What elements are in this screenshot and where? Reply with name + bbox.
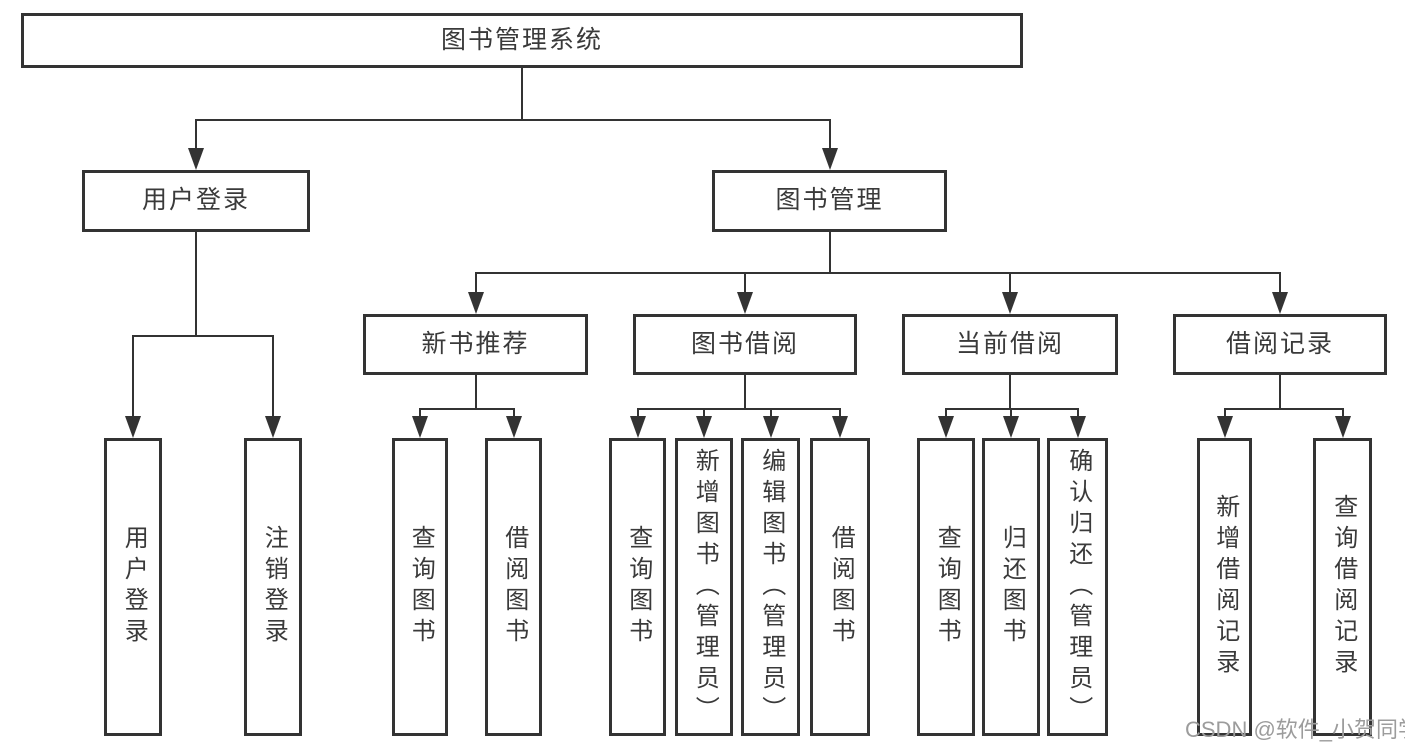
arrow-down-icon xyxy=(506,416,522,438)
node-book-management: 图书管理 xyxy=(712,170,947,232)
arrow-down-icon xyxy=(125,416,141,438)
arrow-down-icon xyxy=(763,416,779,438)
node-user-login: 用户登录 xyxy=(82,170,310,232)
connector-drop xyxy=(770,408,772,420)
connector-drop xyxy=(703,408,705,420)
connector-stem xyxy=(744,375,746,410)
arrow-down-icon xyxy=(737,292,753,314)
arrow-down-icon xyxy=(265,416,281,438)
arrow-down-icon xyxy=(832,416,848,438)
node-borrow-books-1: 借阅图书 xyxy=(485,438,542,736)
node-user-login-leaf: 用户登录 xyxy=(104,438,162,736)
connector-drop xyxy=(474,272,477,296)
arrow-down-icon xyxy=(1272,292,1288,314)
node-new-book-recommend: 新书推荐 xyxy=(363,314,588,375)
connector-drop xyxy=(513,408,515,420)
connector-drop xyxy=(272,335,274,420)
connector-bar xyxy=(474,272,1281,274)
connector-drop xyxy=(1279,272,1281,296)
arrow-down-icon xyxy=(938,416,954,438)
connector-drop xyxy=(195,119,197,152)
node-book-borrowing: 图书借阅 xyxy=(633,314,857,375)
arrow-down-icon xyxy=(1334,416,1351,438)
connector-drop xyxy=(828,119,831,152)
csdn-watermark: CSDN @软件_小贺同学 xyxy=(1185,717,1405,742)
connector-drop xyxy=(839,408,841,420)
node-edit-books-admin: 编辑图书（管理员） xyxy=(741,438,800,736)
connector-stem xyxy=(474,375,477,410)
arrow-down-icon xyxy=(1069,416,1086,438)
node-logout: 注销登录 xyxy=(244,438,302,736)
connector-bar xyxy=(419,408,515,410)
node-add-borrow-record: 新增借阅记录 xyxy=(1197,438,1252,736)
connector-stem xyxy=(828,232,831,274)
arrow-down-icon xyxy=(629,416,646,438)
connector-bar xyxy=(132,335,274,337)
connector-drop xyxy=(945,408,947,420)
connector-bar xyxy=(195,119,831,121)
arrow-down-icon xyxy=(696,416,712,438)
node-return-books: 归还图书 xyxy=(982,438,1040,736)
node-borrowing-records: 借阅记录 xyxy=(1173,314,1387,375)
connector-bar xyxy=(636,408,841,410)
arrow-down-icon xyxy=(467,292,484,314)
connector-stem xyxy=(1279,375,1281,410)
arrow-down-icon xyxy=(1216,416,1233,438)
arrow-down-icon xyxy=(188,148,204,170)
connector-stem xyxy=(195,232,197,337)
connector-drop xyxy=(1223,408,1226,420)
node-add-books-admin: 新增图书（管理员） xyxy=(675,438,733,736)
node-query-books-1: 查询图书 xyxy=(392,438,448,736)
node-query-borrow-record: 查询借阅记录 xyxy=(1313,438,1372,736)
connector-stem xyxy=(1009,375,1011,410)
node-query-books-2: 查询图书 xyxy=(609,438,666,736)
connector-drop xyxy=(1010,408,1012,420)
arrow-down-icon xyxy=(821,148,838,170)
arrow-down-icon xyxy=(1003,416,1019,438)
node-confirm-return-admin: 确认归还（管理员） xyxy=(1047,438,1108,736)
connector-drop xyxy=(132,335,134,420)
connector-bar xyxy=(1223,408,1344,410)
connector-drop xyxy=(1341,408,1344,420)
connector-drop xyxy=(744,272,746,296)
connector-drop xyxy=(1076,408,1079,420)
node-query-books-3: 查询图书 xyxy=(917,438,975,736)
connector-drop xyxy=(1009,272,1011,296)
arrow-down-icon xyxy=(1002,292,1018,314)
connector-stem xyxy=(521,68,523,121)
connector-drop xyxy=(419,408,421,420)
arrow-down-icon xyxy=(412,416,428,438)
connector-drop xyxy=(636,408,639,420)
node-borrow-books-2: 借阅图书 xyxy=(810,438,870,736)
node-current-borrowing: 当前借阅 xyxy=(902,314,1118,375)
node-root: 图书管理系统 xyxy=(21,13,1023,68)
